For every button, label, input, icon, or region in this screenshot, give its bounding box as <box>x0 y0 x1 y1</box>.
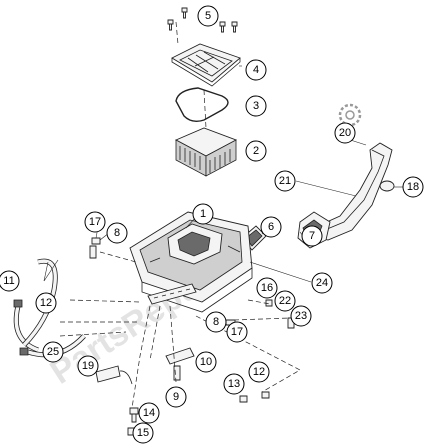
svg-text:13: 13 <box>228 378 240 390</box>
callout-8-upper: 8 <box>106 222 128 244</box>
callout-22: 22 <box>274 290 296 312</box>
callout-17-lower: 17 <box>226 321 248 343</box>
air-filter-cover <box>171 43 241 87</box>
callout-12-right: 12 <box>248 361 270 383</box>
callout-11: 11 <box>0 270 20 292</box>
svg-text:6: 6 <box>268 221 274 233</box>
callout-16: 16 <box>256 277 278 299</box>
callout-14: 14 <box>138 402 160 424</box>
callout-24: 24 <box>311 272 333 294</box>
callout-21: 21 <box>274 170 296 192</box>
svg-text:22: 22 <box>279 295 291 307</box>
assembly-lines <box>59 21 301 409</box>
svg-text:7: 7 <box>309 230 315 242</box>
callout-15: 15 <box>132 422 154 444</box>
callout-3: 3 <box>245 95 267 117</box>
svg-text:11: 11 <box>3 275 14 287</box>
svg-text:25: 25 <box>47 346 59 358</box>
callout-25: 25 <box>42 341 64 363</box>
svg-text:5: 5 <box>205 10 211 22</box>
svg-text:20: 20 <box>339 127 351 139</box>
screw-set <box>167 7 238 33</box>
callout-5: 5 <box>197 5 219 27</box>
svg-text:24: 24 <box>316 277 328 289</box>
svg-text:16: 16 <box>261 282 273 294</box>
callout-6: 6 <box>260 216 282 238</box>
hose-clamp <box>379 180 395 192</box>
callout-2: 2 <box>245 140 267 162</box>
svg-text:18: 18 <box>407 181 419 193</box>
gear-icon <box>338 103 362 127</box>
callout-20: 20 <box>334 122 356 144</box>
svg-text:12: 12 <box>40 297 52 309</box>
svg-text:15: 15 <box>137 427 149 439</box>
callout-9: 9 <box>165 386 187 408</box>
air-box <box>129 211 253 313</box>
sensor-connector <box>95 365 133 385</box>
callout-4: 4 <box>245 59 267 81</box>
svg-text:10: 10 <box>200 356 212 368</box>
callout-1: 1 <box>192 203 214 225</box>
svg-text:14: 14 <box>143 407 155 419</box>
callout-12-left: 12 <box>35 292 57 314</box>
callout-7: 7 <box>301 225 323 247</box>
mounting-bracket <box>165 347 195 381</box>
svg-text:8: 8 <box>213 316 219 328</box>
callout-10: 10 <box>195 351 217 373</box>
svg-text:3: 3 <box>253 100 259 112</box>
callout-17-upper: 17 <box>84 211 106 233</box>
svg-text:17: 17 <box>89 216 101 228</box>
svg-text:21: 21 <box>279 175 291 187</box>
callout-23: 23 <box>290 305 312 327</box>
svg-text:9: 9 <box>173 391 179 403</box>
svg-text:17: 17 <box>231 326 243 338</box>
air-filter-element <box>174 127 238 177</box>
svg-text:23: 23 <box>295 310 307 322</box>
svg-text:4: 4 <box>253 64 259 76</box>
svg-text:19: 19 <box>82 360 94 372</box>
callout-19: 19 <box>77 355 99 377</box>
svg-text:8: 8 <box>114 227 120 239</box>
svg-text:12: 12 <box>253 366 265 378</box>
svg-text:1: 1 <box>200 208 206 220</box>
callout-8-lower: 8 <box>205 311 227 333</box>
svg-text:2: 2 <box>253 145 259 157</box>
callout-13: 13 <box>223 373 245 395</box>
callout-markers: 5 4 3 2 20 21 18 1 17 8 6 7 24 11 12 16 … <box>0 5 424 444</box>
gasket-ring <box>175 87 229 123</box>
callout-18: 18 <box>402 176 424 198</box>
